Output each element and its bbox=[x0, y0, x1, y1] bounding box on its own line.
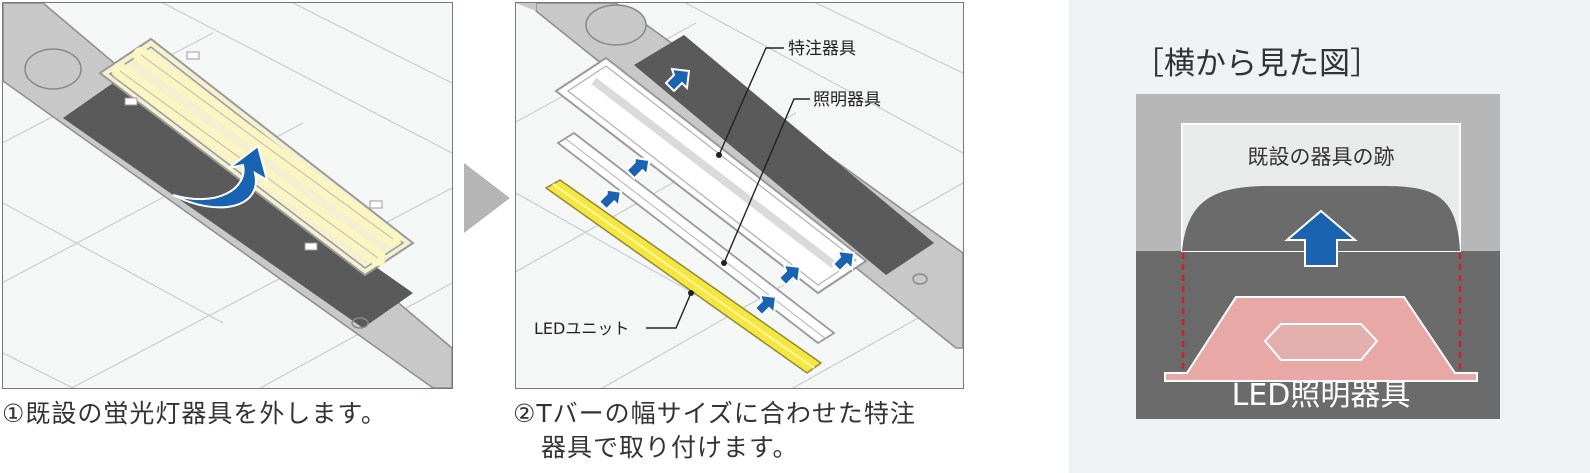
step1-caption: ①既設の蛍光灯器具を外します。 bbox=[2, 399, 387, 428]
leader-line-led-unit bbox=[646, 292, 692, 329]
bolt-circle bbox=[585, 4, 647, 46]
install-arrows bbox=[597, 67, 856, 317]
bolt-circle bbox=[351, 317, 369, 329]
up-arrow-icon bbox=[597, 188, 623, 211]
side-view-diagram: ［横から見た図］ 既設の器具の跡 LED照明器具 bbox=[1133, 46, 1500, 419]
ceiling-grid bbox=[3, 3, 452, 388]
up-arrow-icon bbox=[777, 263, 802, 287]
up-arrow-icon bbox=[753, 293, 778, 317]
ceiling-opening bbox=[634, 35, 934, 275]
step2-scene: 特注器具 照明器具 LEDユニット bbox=[516, 3, 963, 388]
up-arrow-icon bbox=[1284, 209, 1358, 267]
old-fixture-trace-label: 既設の器具の跡 bbox=[1248, 145, 1395, 169]
remove-arrow-icon bbox=[172, 144, 269, 209]
up-arrow-icon bbox=[624, 156, 651, 181]
up-arrow-icon bbox=[831, 249, 856, 273]
step1-scene bbox=[3, 3, 452, 388]
step2-caption-line2: 器具で取り付けます。 bbox=[541, 433, 799, 462]
step2-caption-line1: ②Tバーの幅サイズに合わせた特注 bbox=[513, 399, 916, 428]
label-custom-fixture: 特注器具 bbox=[788, 39, 856, 59]
up-arrow-icon bbox=[664, 67, 691, 93]
step2-illustration: 特注器具 照明器具 LEDユニット bbox=[515, 2, 964, 389]
label-lighting-fixture: 照明器具 bbox=[813, 90, 881, 110]
step1-illustration bbox=[2, 2, 453, 389]
side-view-panel: ［横から見た図］ 既設の器具の跡 LED照明器具 bbox=[1069, 0, 1590, 473]
next-step-arrow-icon bbox=[464, 163, 510, 233]
label-led-unit: LEDユニット bbox=[534, 319, 629, 338]
led-fixture-label: LED照明器具 bbox=[1232, 378, 1411, 413]
side-view-title: ［横から見た図］ bbox=[1133, 46, 1381, 82]
leader-line-lighting-fixture bbox=[723, 98, 810, 264]
bolt-circle bbox=[912, 273, 928, 285]
led-fixture-lens bbox=[1263, 323, 1379, 361]
bolt-circle bbox=[24, 48, 82, 90]
leader-line-custom-fixture bbox=[718, 47, 784, 156]
